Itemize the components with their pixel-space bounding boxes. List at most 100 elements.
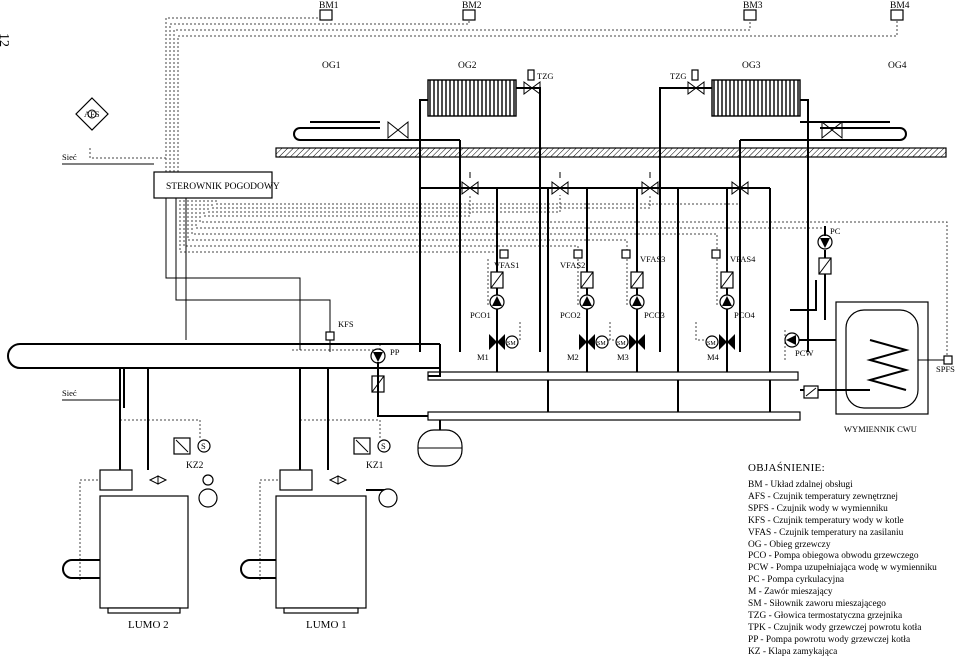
- spfs-sensor: SPFS: [918, 355, 955, 374]
- kz1-label: KZ1: [366, 461, 384, 471]
- bm4-module: BM4: [890, 1, 910, 21]
- legend-item: KFS - Czujnik temperatury wody w kotle: [748, 515, 904, 526]
- expansion-tank: [417, 429, 463, 467]
- kfs-label: KFS: [338, 319, 354, 329]
- bm2-label: BM2: [462, 1, 482, 11]
- pco3-pump: PCO3: [629, 294, 665, 320]
- legend-item: SPFS - Czujnik wody w wymienniku: [748, 503, 888, 514]
- kz1-flap: S KZ1: [353, 437, 391, 471]
- supply-manifold: [427, 371, 799, 381]
- legend-item: BM - Układ zdalnej obsługi: [748, 480, 853, 490]
- sm-label: SM: [507, 341, 516, 347]
- boiler-lumo-2: LUMO 2: [62, 469, 218, 631]
- vfas1-label: VFAS1: [494, 260, 519, 270]
- bm2-module: BM2: [462, 1, 482, 21]
- balance-valves: [420, 172, 770, 195]
- og3-label: OG3: [742, 61, 761, 71]
- pp-pump: PP: [370, 347, 400, 393]
- radiator-og3: [711, 79, 801, 117]
- pco1-label: PCO1: [470, 310, 491, 320]
- vfas2-label: VFAS2: [560, 260, 585, 270]
- controller-label: STEROWNIK POGODOWY: [166, 182, 280, 192]
- afs-sensor: AFS: [75, 97, 109, 131]
- vfas4-label: VFAS4: [730, 254, 756, 264]
- pc-label: PC: [830, 226, 841, 236]
- legend-item: AFS - Czujnik temperatury zewnętrznej: [748, 491, 898, 502]
- return-manifold: [427, 411, 801, 421]
- hydraulic-header: [7, 343, 441, 377]
- boiler2-label: LUMO 2: [128, 619, 169, 631]
- m4-mixing-valve: SM M4: [705, 334, 735, 362]
- legend-title: OBJAŚNIENIE:: [748, 462, 825, 474]
- radiator-og2: [427, 79, 517, 117]
- siec-top-label: Sieć: [62, 152, 77, 162]
- legend-item: VFAS - Czujnik temperatury na zasilaniu: [748, 527, 904, 538]
- m3-mixing-valve: SM M3: [615, 334, 645, 362]
- exchanger-label: WYMIENNIK CWU: [844, 424, 917, 434]
- m1-mixing-valve: SM M1: [477, 334, 519, 362]
- bm3-label: BM3: [743, 1, 763, 11]
- tzg-left-label: TZG: [537, 71, 554, 81]
- pco2-pump: PCO2: [560, 294, 595, 320]
- floor-heating-right: [740, 120, 907, 141]
- pco4-label: PCO4: [734, 310, 756, 320]
- sm-label: SM: [597, 341, 606, 347]
- legend-item: PP - Pompa powrotu wody grzewczej kotła: [748, 634, 911, 645]
- vfas3-sensor: VFAS3: [621, 249, 665, 264]
- legend-item: M - Zawór mieszający: [748, 587, 833, 598]
- floor-slab: [275, 147, 947, 158]
- kfs-sensor: KFS: [325, 319, 354, 341]
- check-valves: [490, 271, 734, 289]
- siec-bottom-label: Sieć: [62, 388, 77, 398]
- bm3-module: BM3: [743, 1, 763, 21]
- legend-item: SM - Siłownik zaworu mieszającego: [748, 599, 886, 610]
- legend-item: PCO - Pompa obiegowa obwodu grzewczego: [748, 551, 919, 562]
- legend-item: TZG - Głowica termostatyczna grzejnika: [748, 610, 903, 621]
- floor-heating-left: [293, 120, 460, 141]
- boiler-pipes: [119, 362, 441, 470]
- m3-label: M3: [617, 352, 629, 362]
- bm4-label: BM4: [890, 1, 910, 11]
- legend-item: OG - Obieg grzewczy: [748, 539, 831, 550]
- vfas3-label: VFAS3: [640, 254, 665, 264]
- og2-supply: [516, 87, 541, 352]
- bm1-module: BM1: [319, 1, 339, 21]
- legend-item: KZ - Klapa zamykająca: [748, 646, 838, 657]
- tzg-valve-left: TZG: [523, 69, 554, 95]
- m2-label: M2: [567, 352, 579, 362]
- pp-label: PP: [390, 347, 400, 357]
- s-label: S: [381, 441, 386, 451]
- vfas1-sensor: VFAS1: [494, 249, 519, 270]
- s-label: S: [201, 441, 206, 451]
- pco2-label: PCO2: [560, 310, 581, 320]
- m1-label: M1: [477, 352, 489, 362]
- pco4-pump: PCO4: [719, 294, 756, 320]
- og1-label: OG1: [322, 61, 341, 71]
- bm1-label: BM1: [319, 1, 339, 11]
- hot-water-exchanger: WYMIENNIK CWU: [800, 301, 929, 434]
- sm-label: SM: [617, 341, 626, 347]
- legend-item: TPK - Czujnik wody grzewczej powrotu kot…: [748, 622, 922, 633]
- m2-mixing-valve: SM M2: [567, 334, 609, 362]
- vfas4-sensor: VFAS4: [711, 249, 756, 264]
- weather-controller: STEROWNIK POGODOWY: [153, 171, 280, 199]
- pc-pump: PC: [817, 226, 841, 320]
- sm-label: SM: [707, 341, 716, 347]
- og4-label: OG4: [888, 61, 907, 71]
- legend-item: PCW - Pompa uzupełniająca wodę w wymienn…: [748, 563, 937, 574]
- pco1-pump: PCO1: [470, 294, 505, 320]
- boiler1-label: LUMO 1: [306, 619, 347, 631]
- kz2-label: KZ2: [186, 461, 204, 471]
- boiler-lumo-1: LUMO 1: [240, 469, 398, 631]
- tzg-valve-right: TZG: [670, 69, 705, 95]
- kz2-flap: S KZ2: [173, 437, 211, 471]
- pcw-label: PCW: [795, 348, 813, 358]
- tzg-right-label: TZG: [670, 71, 687, 81]
- legend-item: PC - Pompa cyrkulacyjna: [748, 575, 845, 586]
- afs-label: AFS: [84, 109, 100, 119]
- spfs-label: SPFS: [936, 364, 955, 374]
- pco3-label: PCO3: [644, 310, 665, 320]
